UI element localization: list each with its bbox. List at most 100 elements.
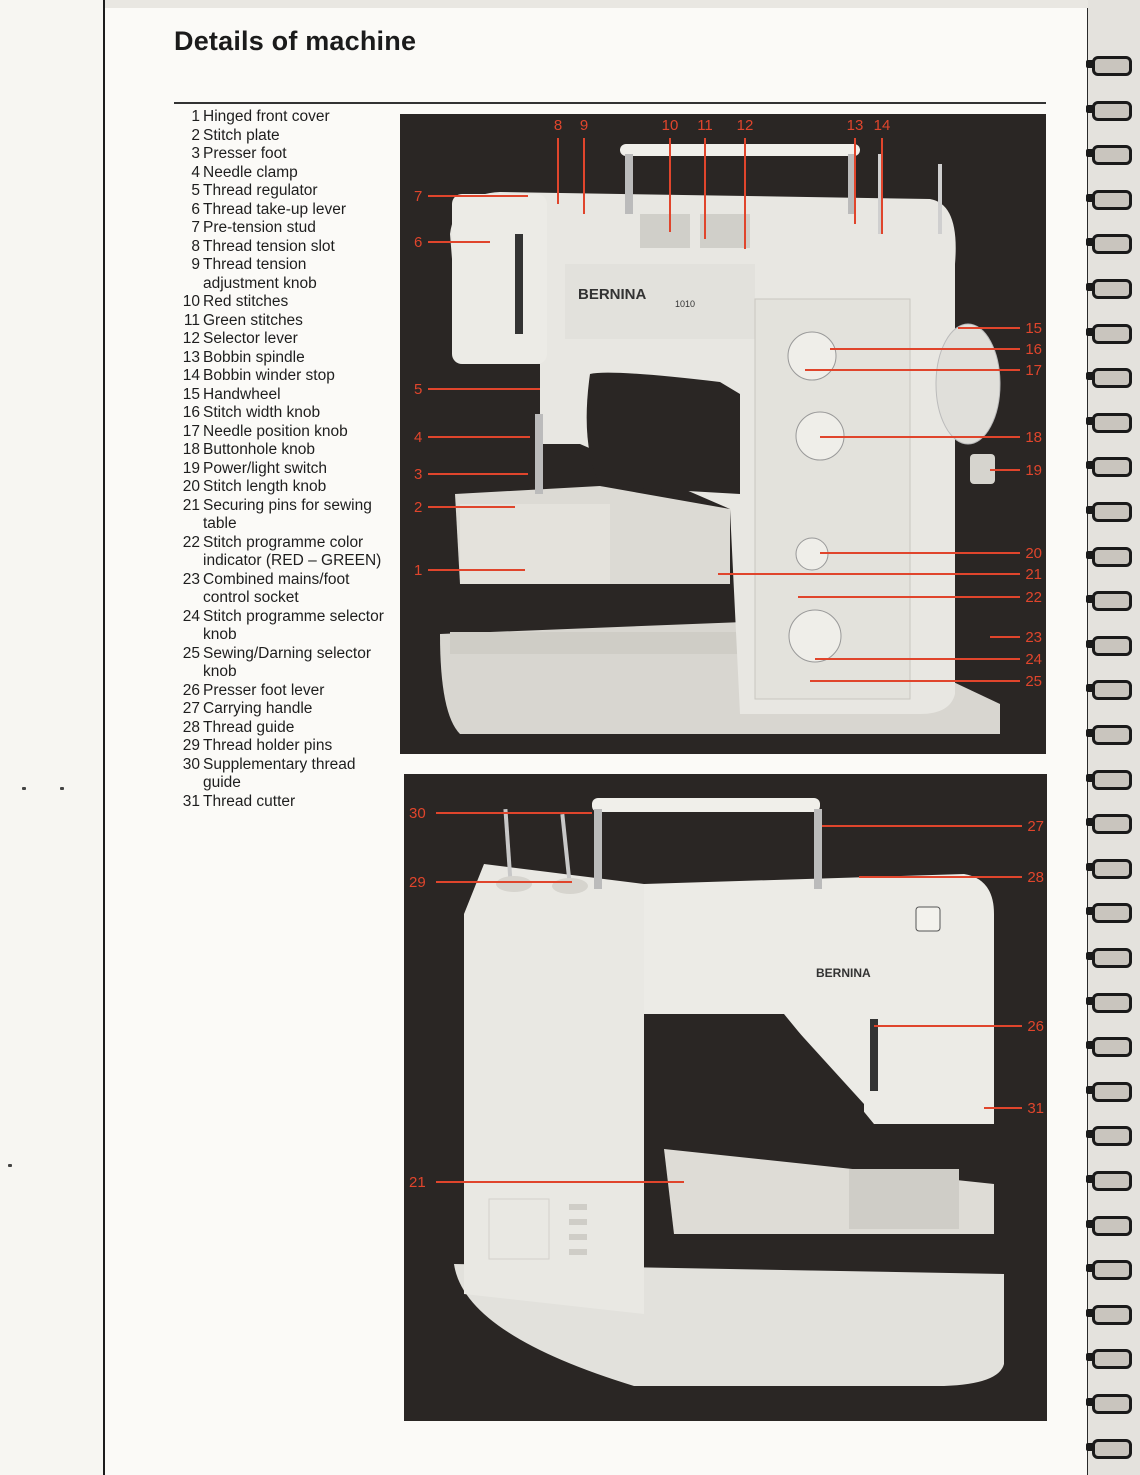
legend-text: Buttonhole knob: [203, 441, 316, 458]
legend-text: Thread guide: [203, 718, 295, 736]
legend-text: Thread take-up lever: [203, 200, 347, 218]
outer-margin: [0, 0, 103, 1475]
punch-hole: [1086, 328, 1096, 336]
legend-number: 12: [182, 330, 200, 347]
legend-text: Selector lever: [203, 330, 298, 347]
legend-number: 17: [182, 422, 200, 440]
callout-number: 31: [1027, 1100, 1044, 1117]
coil-loop: [1092, 413, 1132, 433]
coil-loop: [1092, 324, 1132, 344]
legend-text: Securing pins for sewing table: [203, 496, 372, 533]
callout-number: 23: [1025, 629, 1042, 646]
coil-loop: [1092, 770, 1132, 790]
legend-text: Combined mains/foot control socket: [203, 570, 350, 607]
callout-number: 19: [1025, 462, 1042, 479]
punch-hole: [1086, 283, 1096, 291]
coil-loop: [1092, 725, 1132, 745]
legend-number: 16: [182, 404, 200, 421]
punch-hole: [1086, 60, 1096, 68]
model-number: 1010: [675, 299, 695, 309]
legend-number: 27: [182, 700, 200, 717]
coil-loop: [1092, 279, 1132, 299]
legend-text: Presser foot lever: [203, 681, 325, 699]
coil-loop: [1092, 1037, 1132, 1057]
coil-loop: [1092, 234, 1132, 254]
legend-number: 24: [182, 607, 200, 625]
callout-number: 14: [874, 117, 891, 134]
callout-number: 16: [1025, 341, 1042, 358]
coil-loop: [1092, 190, 1132, 210]
binding-ring: [1086, 587, 1132, 611]
coil-loop: [1092, 101, 1132, 121]
punch-hole: [1086, 1443, 1096, 1451]
punch-hole: [1086, 729, 1096, 737]
legend-text: Stitch width knob: [203, 404, 321, 421]
legend-text: Power/light switch: [203, 459, 328, 477]
binding-ring: [1086, 453, 1132, 477]
punch-hole: [1086, 1220, 1096, 1228]
coil-loop: [1092, 948, 1132, 968]
coil-loop: [1092, 993, 1132, 1013]
coil-loop: [1092, 1126, 1132, 1146]
binding-ring: [1086, 766, 1132, 790]
legend-text: Bobbin spindle: [203, 348, 305, 366]
legend-number: 13: [182, 348, 200, 366]
punch-hole: [1086, 818, 1096, 826]
speck: [8, 1164, 12, 1167]
legend-text: Thread regulator: [203, 182, 318, 199]
punch-hole: [1086, 194, 1096, 202]
coil-loop: [1092, 368, 1132, 388]
legend-text: Thread holder pins: [203, 737, 333, 754]
callout-number: 28: [1027, 869, 1044, 886]
legend-text: Needle clamp: [203, 163, 298, 181]
binding-ring: [1086, 989, 1132, 1013]
punch-hole: [1086, 1086, 1096, 1094]
legend-text: Presser foot: [203, 145, 287, 162]
coil-loop: [1092, 680, 1132, 700]
legend-text: Handwheel: [203, 385, 281, 403]
legend-number: 5: [191, 182, 200, 199]
punch-hole: [1086, 1130, 1096, 1138]
coil-loop: [1092, 56, 1132, 76]
legend-number: 25: [182, 644, 200, 662]
coil-loop: [1092, 547, 1132, 567]
callout-number: 21: [409, 1174, 426, 1191]
legend-number: 11: [183, 311, 200, 329]
binding-ring: [1086, 52, 1132, 76]
coil-loop: [1092, 1260, 1132, 1280]
coil-loop: [1092, 814, 1132, 834]
punch-hole: [1086, 1353, 1096, 1361]
binding-ring: [1086, 676, 1132, 700]
punch-hole: [1086, 1175, 1096, 1183]
callout-number: 30: [409, 805, 426, 822]
callout-number: 26: [1027, 1018, 1044, 1035]
legend-number: 3: [191, 145, 200, 162]
punch-hole: [1086, 774, 1096, 782]
legend-number: 26: [182, 681, 200, 699]
binding-ring: [1086, 275, 1132, 299]
legend-number: 28: [182, 718, 200, 736]
punch-hole: [1086, 372, 1096, 380]
legend-number: 8: [191, 237, 200, 255]
binding-ring: [1086, 97, 1132, 121]
callout-number: 11: [697, 117, 713, 134]
speck: [60, 787, 64, 790]
